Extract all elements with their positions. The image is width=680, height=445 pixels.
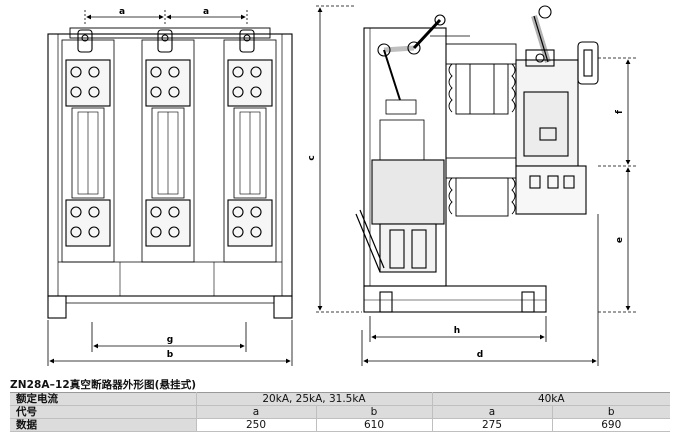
cell-code: a <box>196 405 317 419</box>
drawing-caption: ZN28A–12真空断路器外形图(悬挂式) <box>10 379 197 391</box>
side-dimensions <box>316 5 636 366</box>
dim-label-c: c <box>307 155 317 160</box>
row-label-data: 数据 <box>10 418 197 432</box>
row-label-rated-current: 额定电流 <box>10 392 197 406</box>
side-view <box>355 5 599 313</box>
cell-rated-current-group-1: 20kA, 25kA, 31.5kA <box>196 392 433 406</box>
dim-label-g: g <box>167 335 173 345</box>
cell-code: b <box>552 405 670 419</box>
pole-right <box>223 29 277 263</box>
insulator-lower <box>445 157 517 217</box>
table-row: 额定电流 20kA, 25kA, 31.5kA 40kA <box>10 392 670 406</box>
cell-rated-current-group-2: 40kA <box>432 392 670 406</box>
dim-label-h: h <box>454 326 460 336</box>
cell-data: 610 <box>316 418 433 432</box>
front-view <box>47 27 293 319</box>
pole-left <box>61 29 115 263</box>
cell-data: 250 <box>196 418 317 432</box>
cell-data: 690 <box>552 418 670 432</box>
row-label-code: 代号 <box>10 405 197 419</box>
dim-label-f: f <box>615 110 625 114</box>
dim-label-a-left: a <box>119 7 125 17</box>
cell-data: 275 <box>432 418 553 432</box>
front-dimensions <box>47 10 293 366</box>
dim-label-d: d <box>477 350 483 360</box>
cell-code: a <box>432 405 553 419</box>
table-row: 数据 250 610 275 690 <box>10 418 670 432</box>
cell-code: b <box>316 405 433 419</box>
pole-middle <box>141 29 195 263</box>
dimension-table: 额定电流 20kA, 25kA, 31.5kA 40kA 代号 a b a b … <box>10 392 670 432</box>
dim-label-e: e <box>615 237 625 243</box>
dim-label-a-right: a <box>203 7 209 17</box>
breaker-outline-drawing: a a g b <box>47 5 636 366</box>
table-row: 代号 a b a b <box>10 405 670 419</box>
insulator-upper <box>445 43 517 115</box>
dim-label-b: b <box>167 350 174 360</box>
